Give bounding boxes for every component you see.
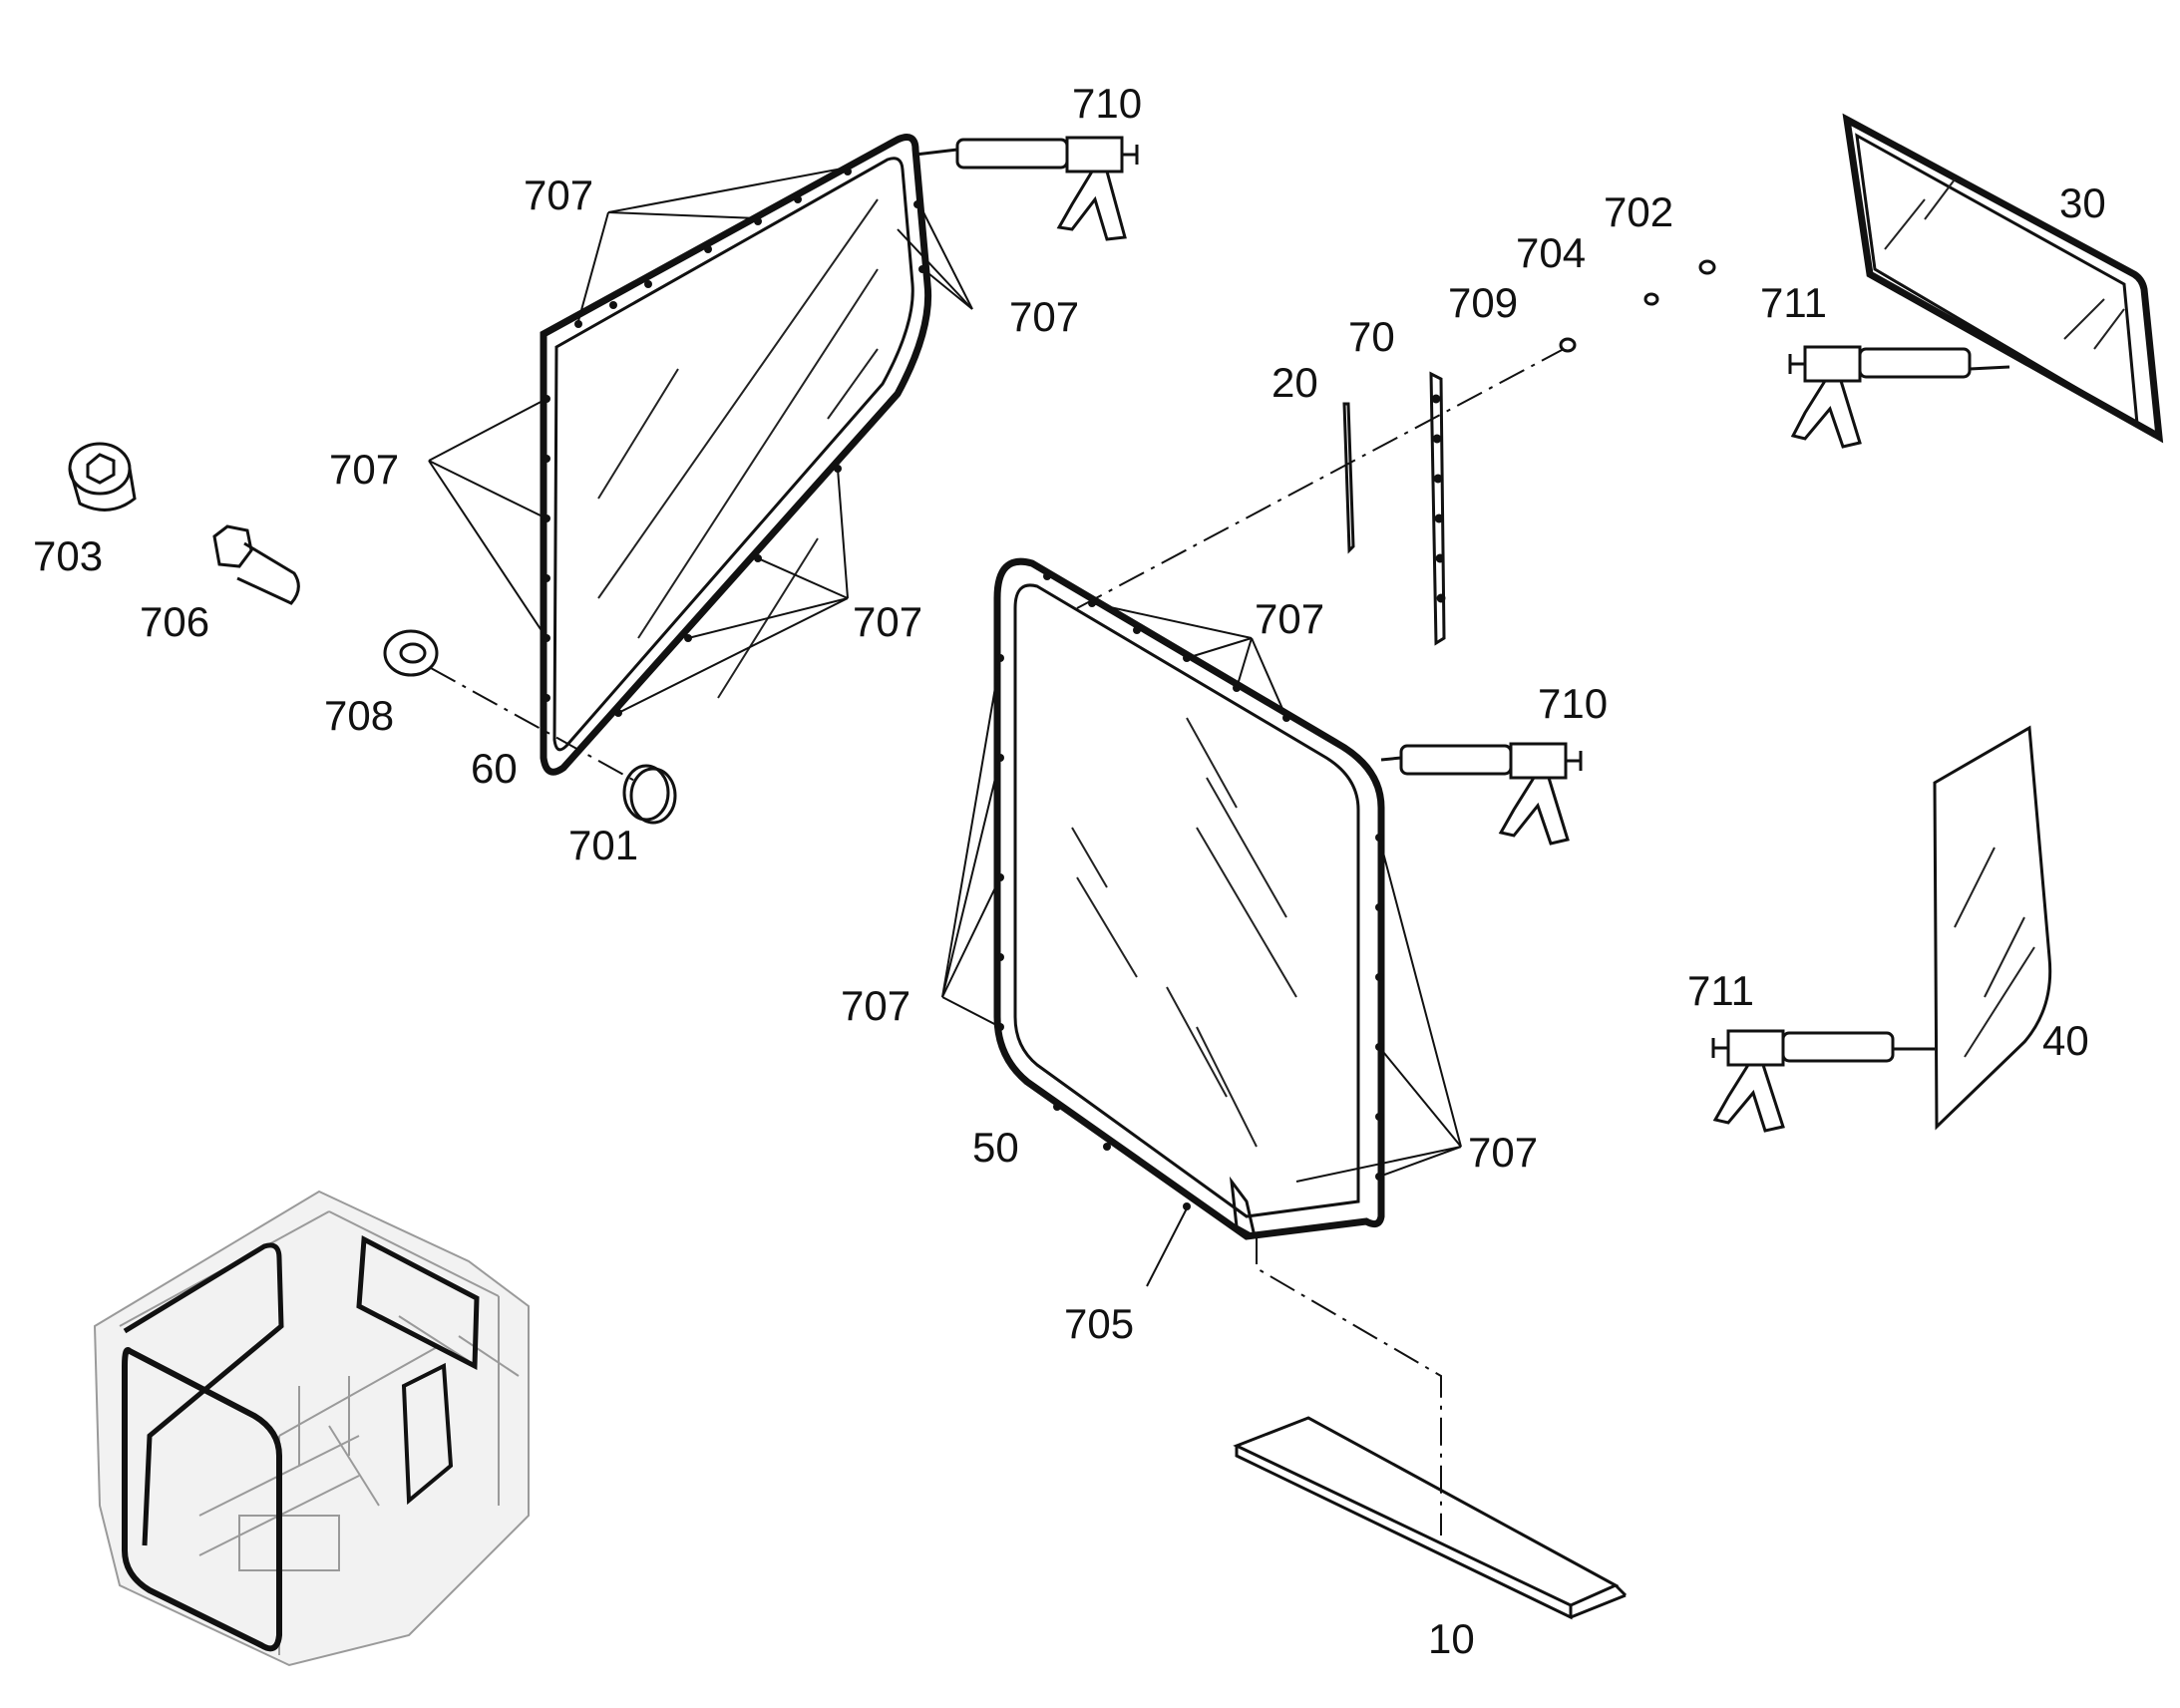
glass-pane-30: [1842, 113, 2164, 444]
label-711-upper: 711: [1760, 279, 1827, 326]
label-707-frame50-left: 707: [841, 982, 910, 1029]
washer-708: [383, 629, 439, 677]
label-709: 709: [1448, 279, 1518, 326]
assembly-line-10: [1256, 1236, 1442, 1536]
glass-pane-40: [1933, 725, 2052, 1131]
cab-overview-thumbnail: [93, 1190, 530, 1667]
socket-703: [68, 442, 137, 512]
label-30: 30: [2059, 179, 2106, 226]
label-706: 706: [140, 598, 209, 645]
label-704: 704: [1516, 229, 1586, 276]
nut-709: [1559, 337, 1577, 353]
bolt-706: [212, 524, 300, 605]
label-707-center: 707: [1255, 595, 1324, 642]
label-708: 708: [324, 692, 394, 739]
label-707-top-left: 707: [524, 171, 593, 218]
label-70: 70: [1348, 313, 1395, 360]
screw-704: [1643, 292, 1659, 306]
sealant-strip-10: [1233, 1416, 1628, 1620]
callout-labels: 710 707 707 707 707 707 707 707 703 706 …: [33, 80, 2106, 1662]
assembly-line-main: [1076, 348, 1565, 609]
label-707-center-left: 707: [853, 598, 922, 645]
label-705: 705: [1064, 1300, 1134, 1347]
window-frame-60: [428, 134, 973, 776]
label-50: 50: [972, 1124, 1019, 1171]
caulk-gun-710-upper: [914, 136, 1139, 241]
caulk-gun-711-upper: [1788, 345, 2010, 449]
label-702: 702: [1604, 188, 1673, 235]
seal-strip-20: [1342, 402, 1355, 554]
washer-702: [1698, 259, 1716, 275]
label-701: 701: [568, 822, 638, 868]
label-60: 60: [471, 745, 518, 792]
assembly-line-708-701: [430, 667, 639, 784]
label-703: 703: [33, 532, 103, 579]
label-10: 10: [1428, 1615, 1475, 1662]
label-710-upper: 710: [1072, 80, 1142, 127]
label-710-middle: 710: [1538, 680, 1608, 727]
seal-strip-70: [1429, 371, 1446, 646]
label-707-left: 707: [329, 446, 399, 493]
caulk-gun-710-middle: [1380, 742, 1583, 846]
label-707-frame50-right: 707: [1468, 1129, 1538, 1176]
label-707-top-right: 707: [1009, 293, 1079, 340]
caulk-gun-711-lower: [1711, 1029, 1935, 1133]
cap-701: [622, 764, 677, 825]
window-frame-50: [941, 557, 1462, 1287]
label-711-lower: 711: [1687, 967, 1754, 1014]
label-40: 40: [2042, 1017, 2089, 1064]
label-20: 20: [1272, 359, 1318, 406]
